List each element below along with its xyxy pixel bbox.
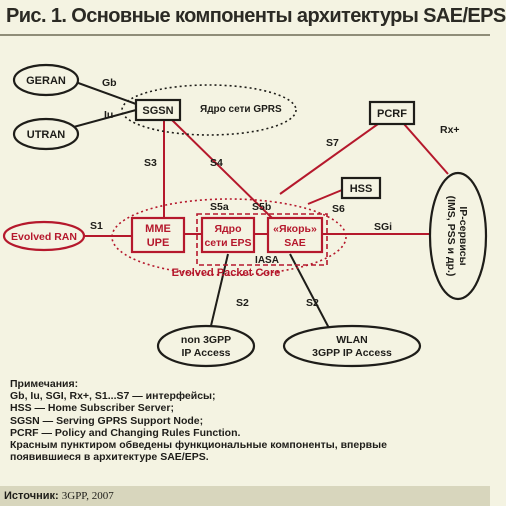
title-divider (0, 34, 490, 36)
interface-s5b: S5b (252, 201, 271, 213)
link-geran-sgsn (69, 79, 137, 105)
link-utran-sgsn (69, 109, 137, 129)
sae-anchor-label-1: «Якорь» (273, 223, 317, 235)
link-anchor-wlan (289, 253, 331, 331)
architecture-diagram: GERAN UTRAN SGSN Ядро сети GPRS PCRF HSS… (2, 63, 488, 368)
notes-line: Gb, Iu, SGI, Rx+, S1...S7 — интерфейсы; (10, 390, 216, 403)
non3gpp-label-1: non 3GPP (181, 334, 231, 346)
interface-s6: S6 (332, 203, 345, 215)
utran-node[interactable] (12, 117, 80, 151)
interface-s4: S4 (210, 157, 223, 169)
wlan-label-2: 3GPP IP Access (312, 347, 392, 359)
notes-heading: Примечания: (10, 378, 79, 390)
hss-label: HSS (350, 183, 373, 195)
interface-sgi: SGi (374, 221, 392, 233)
sgsn-label: SGSN (142, 105, 173, 117)
utran-label: UTRAN (27, 129, 66, 141)
sae-anchor-node[interactable] (266, 216, 324, 254)
interface-s1: S1 (90, 220, 103, 232)
figure-title: Рис. 1. Основные компоненты архитектуры … (6, 5, 506, 27)
interface-gb: Gb (102, 77, 117, 89)
upe-label: UPE (147, 237, 170, 249)
notes-line: HSS — Home Subscriber Server; (10, 402, 174, 415)
interface-iu: Iu (104, 109, 113, 121)
source-bar: Источник: 3GPP, 2007 (0, 486, 490, 506)
interface-s7: S7 (326, 137, 339, 149)
geran-label: GERAN (26, 75, 66, 87)
figure: Рис. 1. Основные компоненты архитектуры … (0, 5, 506, 506)
geran-node[interactable] (12, 63, 80, 97)
wlan-label-1: WLAN (336, 334, 368, 346)
interface-rx: Rx+ (440, 124, 460, 136)
notes-block: Примечания: Gb, Iu, SGI, Rx+, S1...S7 — … (10, 378, 480, 463)
link-iasa-non3gpp (209, 253, 229, 331)
interface-s3: S3 (144, 157, 157, 169)
iasa-label: IASA (255, 255, 279, 266)
ip-services-label-1: IP-сервисы (457, 206, 469, 265)
source-text: 3GPP, 2007 (61, 490, 114, 502)
interface-s2-right: S2 (306, 297, 319, 309)
source-label: Источник: (4, 490, 59, 502)
notes-line: SGSN — Serving GPRS Support Node; (10, 414, 204, 427)
sgsn-node[interactable] (134, 98, 182, 122)
non3gpp-node[interactable] (156, 324, 256, 368)
mme-label: MME (145, 223, 171, 235)
ip-services-label-2: (IMS, PSS и др.) (445, 196, 457, 277)
pcrf-label: PCRF (377, 108, 407, 120)
pcrf-node[interactable] (368, 100, 416, 126)
notes-line: появившиеся в архитектуре SAE/EPS. (10, 451, 209, 464)
link-hss-epc (307, 189, 343, 205)
notes-line: PCRF — Policy and Changing Rules Functio… (10, 426, 241, 439)
link-pcrf-epc (279, 123, 379, 195)
sae-anchor-label-2: SAE (284, 237, 306, 249)
eps-core-label-2: сети EPS (204, 237, 251, 249)
mme-upe-node[interactable] (130, 216, 186, 254)
ip-services-node[interactable] (428, 171, 488, 301)
interface-s2-left: S2 (236, 297, 249, 309)
epc-label: Evolved Packet Core (172, 267, 281, 279)
wlan-node[interactable] (282, 324, 422, 368)
evolved-packet-core-region (111, 198, 347, 276)
notes-line: Красным пунктиром обведены функциональны… (10, 439, 387, 452)
non3gpp-label-2: IP Access (181, 347, 230, 359)
interface-s5a: S5a (210, 201, 229, 213)
link-pcrf-ipservices (403, 123, 449, 175)
hss-node[interactable] (340, 176, 382, 200)
evolved-ran-node[interactable] (2, 220, 86, 252)
eps-core-label-1: Ядро (214, 223, 241, 235)
eps-core-node[interactable] (200, 216, 256, 254)
gprs-core-label: Ядро сети GPRS (200, 104, 282, 115)
evolved-ran-label: Evolved RAN (11, 231, 77, 243)
iasa-region (196, 213, 328, 266)
link-sgsn-anchor (171, 119, 273, 219)
gprs-core-region (121, 84, 297, 136)
